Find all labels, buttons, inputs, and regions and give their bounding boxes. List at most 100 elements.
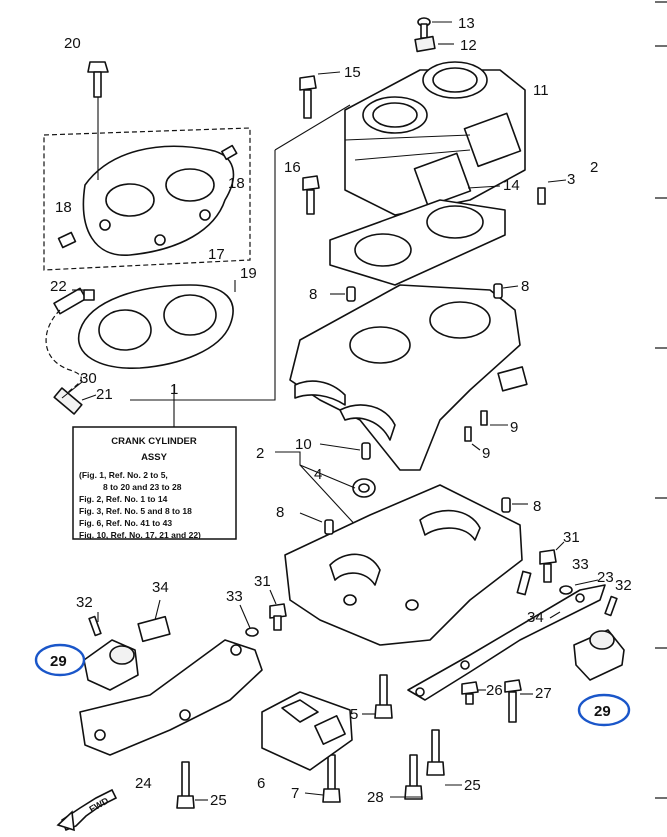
highlight-ring-29-left [34, 643, 86, 677]
callout-4: 4 [314, 466, 322, 483]
note-line-6: Fig. 10, Ref. No. 17, 21 and 22) [79, 530, 201, 540]
washer-33-right [559, 585, 573, 595]
callout-32-left: 32 [76, 594, 93, 611]
callout-9-b: 9 [482, 445, 490, 462]
callout-17: 17 [208, 246, 225, 263]
bolt-31-left [269, 603, 287, 631]
pin-3 [537, 187, 546, 205]
callout-25-right: 25 [464, 777, 481, 794]
washer-33-left [245, 627, 259, 637]
engine-mount-29-left [83, 639, 139, 691]
note-line-1: (Fig. 1, Ref. No. 2 to 5, [79, 470, 168, 480]
note-title: CRANK CYLINDER [111, 436, 197, 447]
bolt-27 [504, 679, 522, 723]
note-subtitle: ASSY [141, 452, 168, 463]
fwd-arrow-icon: FWD [56, 788, 118, 832]
hose-30 [45, 309, 82, 401]
bolt-31-right [539, 549, 557, 583]
bolt-25-right [426, 729, 445, 776]
mount-bracket-24-left [79, 639, 263, 756]
callout-18-left: 18 [55, 199, 72, 216]
callout-16: 16 [284, 159, 301, 176]
callout-25-left: 25 [210, 792, 227, 809]
callout-18-right: 18 [228, 175, 245, 192]
pin-9-a [480, 410, 488, 426]
dowel-8-lower-right [501, 497, 511, 513]
dowel-8-upper-left [346, 286, 356, 302]
fitting-21 [53, 387, 83, 415]
callout-30: 30 [80, 370, 97, 387]
callout-24: 24 [135, 775, 152, 792]
callout-14: 14 [503, 177, 520, 194]
callout-12: 12 [460, 37, 477, 54]
callout-5: 5 [350, 706, 358, 723]
highlight-ring-29-right [577, 693, 631, 727]
callout-22: 22 [50, 278, 67, 295]
bolt-13 [417, 17, 431, 39]
callout-34-right: 34 [527, 609, 544, 626]
callout-leaders [61, 289, 561, 801]
head-cover-dashed-group [43, 127, 251, 271]
dowel-8-lower-left [324, 519, 334, 535]
callout-2-mid: 2 [256, 445, 264, 462]
callout-31-left: 31 [254, 573, 271, 590]
note-box: CRANK CYLINDER ASSY (Fig. 1, Ref. No. 2 … [72, 426, 237, 540]
plate-34-left [137, 615, 171, 643]
margin-ticks [655, 1, 667, 799]
callout-21: 21 [96, 386, 113, 403]
support-23 [516, 570, 532, 596]
hose-fitting-22 [53, 287, 95, 315]
crankcase-lower [284, 484, 523, 646]
cylinder-gasket-14 [329, 199, 506, 286]
callout-11: 11 [533, 82, 549, 99]
callout-33-left: 33 [226, 588, 243, 605]
crankcase-upper [289, 284, 528, 471]
pin-9-b [464, 426, 472, 442]
note-line-2: 8 to 20 and 23 to 28 [103, 482, 182, 492]
callout-26: 26 [486, 682, 503, 699]
head-gasket-19 [77, 284, 234, 369]
callout-20: 20 [64, 35, 81, 52]
bolt-7 [322, 754, 341, 803]
callout-33-right: 33 [572, 556, 589, 573]
bolt-28 [404, 754, 423, 800]
cylinder-block-11 [344, 61, 526, 216]
callout-10: 10 [295, 436, 312, 453]
callout-2-top: 2 [590, 159, 598, 176]
callout-13: 13 [458, 15, 475, 32]
callout-19: 19 [240, 265, 257, 282]
pin-10 [361, 442, 371, 460]
callout-8-lower-right: 8 [533, 498, 541, 515]
bolt-15 [299, 75, 317, 119]
callout-32-right: 32 [615, 577, 632, 594]
callout-7: 7 [291, 785, 299, 802]
callout-34-left: 34 [152, 579, 169, 596]
note-line-5: Fig. 6, Ref. No. 41 to 43 [79, 518, 172, 528]
callout-labels: 20 13 12 15 11 16 2 3 14 18 18 17 19 22 … [50, 15, 632, 809]
plug-18-right [221, 144, 238, 161]
cap-12 [414, 35, 436, 53]
bolt-16 [302, 175, 320, 215]
callout-9-a: 9 [510, 419, 518, 436]
bolt-25-left [176, 761, 195, 809]
callout-23: 23 [597, 569, 614, 586]
note-line-3: Fig. 2, Ref. No. 1 to 14 [79, 494, 168, 504]
assembly-outline [130, 150, 276, 401]
callout-3: 3 [567, 171, 575, 188]
plug-18-left [57, 231, 77, 249]
engine-mount-29-right [573, 629, 625, 681]
bushing-4 [352, 478, 376, 498]
bolt-20 [87, 61, 109, 98]
mount-bracket-34-right [407, 584, 606, 701]
note-line-4: Fig. 3, Ref. No. 5 and 8 to 18 [79, 506, 192, 516]
callout-28: 28 [367, 789, 384, 806]
callout-29-right: 29 [594, 703, 611, 720]
callout-8-lower-left: 8 [276, 504, 284, 521]
callout-1: 1 [170, 381, 178, 398]
bolt-32-left [88, 615, 102, 637]
dowel-8-upper-right [493, 283, 503, 299]
callout-27: 27 [535, 685, 552, 702]
callout-15: 15 [344, 64, 361, 81]
bolt-5 [374, 674, 393, 719]
